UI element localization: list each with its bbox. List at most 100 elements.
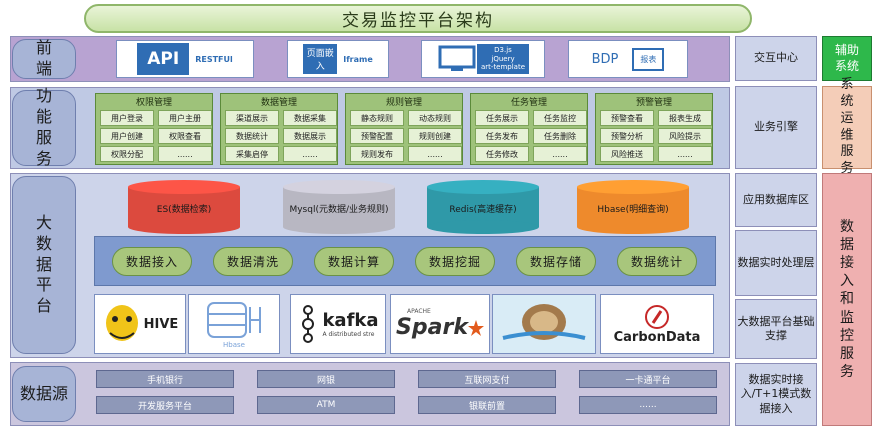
function-item[interactable]: 用户主册 — [158, 110, 212, 126]
datasource-item: 银联前置 — [418, 396, 556, 414]
function-item[interactable]: 数据展示 — [283, 128, 337, 144]
function-group: 数据管理渠道展示数据采集数据统计数据展示采集启停...... — [220, 93, 338, 165]
function-item[interactable]: 规则发布 — [350, 146, 404, 162]
datasource-item: 手机银行 — [96, 370, 234, 388]
right-column-box: 应用数据库区 — [735, 173, 817, 227]
function-item[interactable]: 任务发布 — [475, 128, 529, 144]
monitor-icon — [438, 45, 476, 71]
hive-text: HIVE — [143, 316, 179, 332]
function-item[interactable]: 报表生成 — [658, 110, 712, 126]
report-icon: 报表 — [632, 47, 665, 71]
function-item[interactable]: 预警配置 — [350, 128, 404, 144]
function-item[interactable]: ...... — [158, 146, 212, 162]
datasource-label: 数据源 — [12, 366, 76, 422]
database-cylinder: Hbase(明细查询) — [577, 180, 689, 234]
kafka-text: kafka — [322, 310, 379, 331]
database-cylinder: Redis(高速缓存) — [427, 180, 539, 234]
pipeline-step: 数据接入 — [112, 247, 192, 276]
embed-sub: Iframe — [343, 54, 373, 64]
function-group-title: 规则管理 — [385, 97, 422, 108]
bigdata-label: 大数据平台 — [12, 176, 76, 354]
bee-icon — [105, 305, 138, 341]
embed-text: 页面嵌入 — [303, 44, 338, 74]
frontend-label-text: 前端 — [35, 38, 52, 78]
function-item[interactable]: 任务修改 — [475, 146, 529, 162]
right-column-box: 数据实时接入/T+1模式数据接入 — [735, 363, 817, 426]
pipeline-step: 数据统计 — [617, 247, 697, 276]
function-group: 权限管理用户登录用户主册用户创建权限查看权限分配...... — [95, 93, 213, 165]
frontend-libs-logo: D3.js jQuery art-template — [421, 40, 545, 78]
hive-logo: HIVE — [94, 294, 186, 354]
function-item[interactable]: 任务删除 — [533, 128, 587, 144]
function-item[interactable]: 用户创建 — [100, 128, 154, 144]
right-column-box: 业务引擎 — [735, 86, 817, 169]
database-bottom — [577, 220, 689, 234]
right-column-box: 大数据平台基础支撑 — [735, 299, 817, 359]
function-item[interactable]: 数据统计 — [225, 128, 279, 144]
kafka-icon — [302, 305, 315, 343]
function-item[interactable]: 权限查看 — [158, 128, 212, 144]
star-icon — [467, 319, 484, 336]
function-item[interactable]: 任务展示 — [475, 110, 529, 126]
api-sub: RESTFUl — [195, 54, 233, 64]
ops-service-text: 系统运维服务 — [840, 76, 854, 177]
function-item[interactable]: ...... — [408, 146, 462, 162]
function-item[interactable]: 预警分析 — [600, 128, 654, 144]
function-group-title: 预警管理 — [635, 97, 672, 108]
hbase-icon — [207, 302, 261, 338]
hbase-text: Hbase — [223, 341, 245, 349]
spark-text: Spark — [396, 315, 468, 340]
ops-service-box: 系统运维服务 — [822, 77, 872, 176]
api-logo: API RESTFUl — [116, 40, 254, 78]
datasource-item: 网银 — [257, 370, 395, 388]
bdp-logo: BDP 报表 — [568, 40, 688, 78]
function-item[interactable]: 规则创建 — [408, 128, 462, 144]
database-bottom — [128, 220, 240, 234]
database-top — [283, 180, 395, 194]
hbase-logo: Hbase — [188, 294, 280, 354]
monitor-service-box: 数据接入和监控服务 — [822, 173, 872, 426]
embed-logo: 页面嵌入 Iframe — [287, 40, 389, 78]
pipeline-bar — [94, 236, 716, 286]
function-group-title: 任务管理 — [510, 97, 547, 108]
kafka-logo: kafka A distributed stre — [290, 294, 386, 354]
kafka-sub: A distributed stre — [322, 331, 375, 338]
carbondata-icon — [645, 304, 669, 329]
database-cylinder: ES(数据检索) — [128, 180, 240, 234]
monitor-service-text: 数据接入和监控服务 — [840, 218, 854, 381]
function-item[interactable]: 风险推送 — [600, 146, 654, 162]
datasource-label-text: 数据源 — [19, 383, 68, 403]
datasource-item: ...... — [579, 396, 717, 414]
function-group: 规则管理静态规则动态规则预警配置规则创建规则发布...... — [345, 93, 463, 165]
flume-icon — [502, 304, 586, 340]
function-group: 任务管理任务展示任务监控任务发布任务删除任务修改...... — [470, 93, 588, 165]
jquery-text: jQuery — [491, 54, 515, 63]
carbondata-logo: CarbonData — [600, 294, 714, 354]
function-label-text: 功能服务 — [35, 86, 52, 168]
function-item[interactable]: 采集启停 — [225, 146, 279, 162]
database-bottom — [427, 220, 539, 234]
function-item[interactable]: 数据采集 — [283, 110, 337, 126]
assist-system-box: 辅助系统 — [822, 36, 872, 81]
function-item[interactable]: 任务监控 — [533, 110, 587, 126]
function-item[interactable]: 预警查看 — [600, 110, 654, 126]
function-item[interactable]: ...... — [283, 146, 337, 162]
function-item[interactable]: 静态规则 — [350, 110, 404, 126]
spark-logo: APACHE Spark — [390, 294, 490, 354]
function-item[interactable]: 权限分配 — [100, 146, 154, 162]
function-item[interactable]: 风险提示 — [658, 128, 712, 144]
datasource-item: 互联网支付 — [418, 370, 556, 388]
function-item[interactable]: ...... — [658, 146, 712, 162]
function-label: 功能服务 — [12, 86, 76, 168]
database-top — [427, 180, 539, 194]
d3-text: D3.js — [494, 46, 512, 55]
function-item[interactable]: 用户登录 — [100, 110, 154, 126]
frontend-label: 前端 — [12, 38, 76, 79]
database-label: Mysql(元数据/业务规则) — [289, 205, 389, 216]
database-label: Redis(高速缓存) — [449, 205, 517, 216]
function-item[interactable]: 渠道展示 — [225, 110, 279, 126]
function-item[interactable]: 动态规则 — [408, 110, 462, 126]
datasource-item: 开发服务平台 — [96, 396, 234, 414]
function-item[interactable]: ...... — [533, 146, 587, 162]
page-title: 交易监控平台架构 — [84, 4, 752, 33]
